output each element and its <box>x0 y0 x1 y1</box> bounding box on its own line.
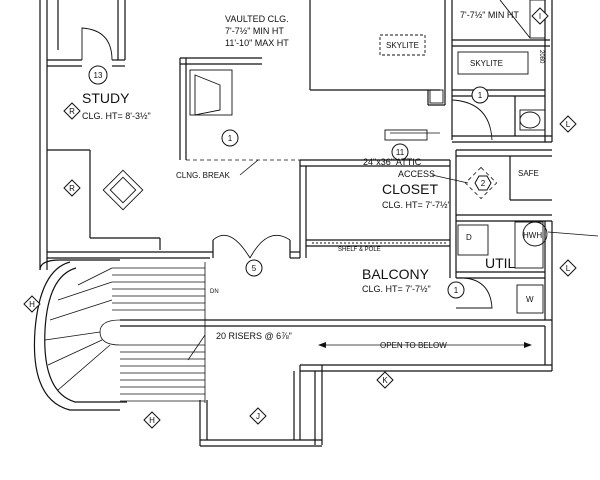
vaulted-ceiling-line3: 11'-10" MAX HT <box>225 38 289 48</box>
toilet-tank <box>519 109 546 131</box>
attic-access-outline <box>464 166 498 200</box>
tag-5-text: 5 <box>252 264 257 273</box>
risers-label: 20 RISERS @ 6⅞" <box>216 331 292 341</box>
armchair-fixture <box>102 169 144 211</box>
tag-diamond-I <box>531 7 549 25</box>
tag-circle-11 <box>391 143 409 161</box>
dryer-fixture <box>516 284 544 314</box>
ceiling-break-label: CLNG. BREAK <box>176 171 230 180</box>
tag-circle-13 <box>88 65 108 85</box>
tag-circle-1-bath <box>471 86 489 104</box>
toilet-bowl <box>519 111 541 129</box>
tag-diamond-J <box>249 407 267 425</box>
tag-circle-1-window <box>221 129 239 147</box>
shelf-pole-label: SHELF & POLE <box>338 247 381 253</box>
open-to-below-label: OPEN TO BELOW <box>380 341 447 350</box>
tag-diamond-R-lower <box>63 179 81 197</box>
chair-fixture <box>189 69 233 116</box>
tag-L-upper-text: L <box>566 120 571 129</box>
vaulted-ceiling-line2: 7'-7½" MIN HT <box>225 26 284 36</box>
vaulted-ceiling-line1: VAULTED CLG. <box>225 14 289 24</box>
tag-1-window-text: 1 <box>228 134 233 143</box>
dashed-lines <box>186 159 530 346</box>
skylite-right-label: SKYLITE <box>470 59 503 68</box>
tag-L-lower-text: L <box>566 264 571 273</box>
attic-access-line1: 24"x36" ATTIC <box>363 157 422 167</box>
dryer-box <box>457 224 489 256</box>
tag-circle-5 <box>245 259 263 277</box>
balcony-ceiling-height: CLG. HT= 7'-7½" <box>362 284 431 294</box>
open-to-below-arrows <box>318 342 532 348</box>
leader-lines <box>187 132 599 361</box>
tag-I-text: I <box>539 12 541 21</box>
dryer-label: D <box>466 233 472 242</box>
tag-H-left-text: H <box>29 300 35 309</box>
study-ceiling-height: CLG. HT= 8'-3½" <box>82 111 151 121</box>
tag-diamond-R-upper <box>63 102 81 120</box>
tag-H-bottom-text: H <box>149 416 155 425</box>
tag-1-bath-text: 1 <box>478 91 483 100</box>
vertical-note: 2080 <box>538 50 544 64</box>
tag-diamond-K <box>376 371 394 389</box>
washer-label: W <box>526 295 534 304</box>
study-title: STUDY <box>82 90 130 106</box>
skylite-left-label: SKYLITE <box>386 41 419 50</box>
door-swings <box>81 27 493 309</box>
tag-K-text: K <box>382 376 388 385</box>
wall-lines <box>33 0 553 447</box>
tag-R-lower-text: R <box>69 184 75 193</box>
tag-diamond-H-left <box>23 295 41 313</box>
shelf-detail <box>384 129 428 141</box>
closet-title: CLOSET <box>382 181 438 197</box>
attic-access-line2: ACCESS <box>398 169 435 179</box>
skylite-right-outline <box>457 51 529 75</box>
hwh-label: HWH <box>523 231 542 240</box>
tag-J-text: J <box>256 412 260 421</box>
stair-down-label: DN <box>210 289 219 295</box>
closet-ceiling-height: CLG. HT= 7'-7½" <box>382 200 451 210</box>
tag-diamond-L-lower <box>559 259 577 277</box>
util-title: UTIL <box>485 255 516 271</box>
skylite-left-outline <box>379 34 426 56</box>
tag-diamond-L-upper <box>559 115 577 133</box>
top-right-height-label: 7'-7½" MIN HT <box>460 10 519 20</box>
stair-treads <box>44 262 206 403</box>
tag-diamond-H-bottom <box>143 411 161 429</box>
water-heater <box>522 221 548 247</box>
tag-R-upper-text: R <box>69 107 75 116</box>
tag-13-text: 13 <box>94 71 103 80</box>
tag-hex-2 <box>474 175 492 191</box>
balcony-title: BALCONY <box>362 266 430 282</box>
tag-hex-2-text: 2 <box>481 179 486 188</box>
washer-fixture <box>514 221 544 269</box>
tag-1-balcony-text: 1 <box>454 286 459 295</box>
tag-11-text: 11 <box>396 148 405 157</box>
safe-label: SAFE <box>518 169 539 178</box>
tag-circle-1-balcony <box>447 281 465 299</box>
